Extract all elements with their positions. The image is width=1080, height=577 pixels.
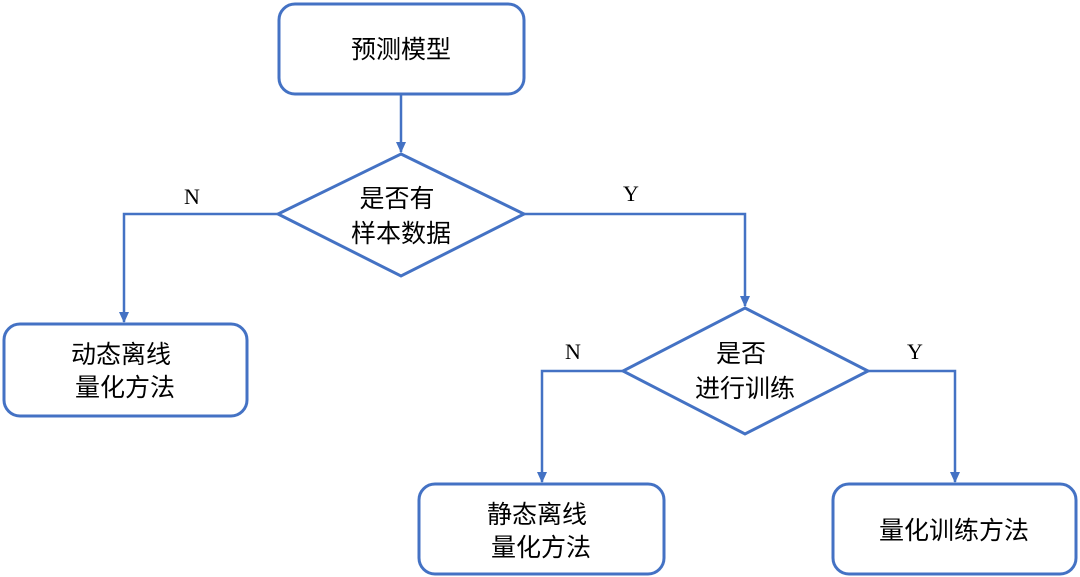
- svg-text:量化训练方法: 量化训练方法: [879, 516, 1029, 545]
- node-quant-training-label: 量化训练方法: [879, 516, 1029, 545]
- decision-train: 是否 进行训练: [619, 306, 872, 436]
- svg-text:预测模型: 预测模型: [351, 35, 451, 64]
- decision-has-samples: 是否有 样本数据: [274, 152, 528, 278]
- branch-label-samples-no: N: [184, 184, 200, 209]
- decision-has-samples-line2: 样本数据: [351, 219, 451, 248]
- node-dynamic-offline: 动态离线 量化方法: [2, 322, 249, 418]
- node-dynamic-offline-line2: 量化方法: [75, 373, 175, 402]
- decision-has-samples-line1: 是否有: [360, 184, 435, 213]
- node-predict-model: 预测模型: [277, 2, 526, 96]
- node-dynamic-offline-line1: 动态离线: [71, 340, 171, 369]
- decision-train-line2: 进行训练: [695, 374, 795, 403]
- branch-label-train-yes: Y: [907, 339, 923, 364]
- node-dynamic-offline-box: [2, 322, 249, 418]
- node-quant-training: 量化训练方法: [831, 482, 1078, 576]
- node-predict-model-label: 预测模型: [351, 35, 451, 64]
- node-static-offline: 静态离线 量化方法: [417, 482, 666, 576]
- svg-text:静态离线 量化方法: 静态离线 量化方法: [487, 500, 595, 562]
- node-static-offline-line2: 量化方法: [491, 533, 591, 562]
- connector-samples-yes-to-train: [524, 212, 750, 307]
- decision-train-shape: [619, 306, 872, 436]
- connectors: [119, 94, 960, 483]
- connector-train-no-to-static: [537, 369, 623, 483]
- node-predict-model-box: [277, 2, 526, 96]
- node-static-offline-line1: 静态离线: [487, 500, 587, 529]
- connector-samples-no-to-dynamic: [119, 212, 278, 323]
- svg-text:是否有 样本数据: 是否有 样本数据: [351, 184, 451, 248]
- svg-text:动态离线 量化方法: 动态离线 量化方法: [71, 340, 179, 402]
- connector-train-yes-to-training: [868, 369, 960, 483]
- node-static-offline-box: [417, 482, 666, 576]
- decision-train-line1: 是否: [716, 339, 766, 368]
- branch-label-train-no: N: [565, 339, 581, 364]
- svg-text:是否 进行训练: 是否 进行训练: [695, 339, 795, 403]
- decision-has-samples-shape: [274, 152, 528, 278]
- branch-label-samples-yes: Y: [623, 181, 639, 206]
- node-quant-training-box: [831, 482, 1078, 576]
